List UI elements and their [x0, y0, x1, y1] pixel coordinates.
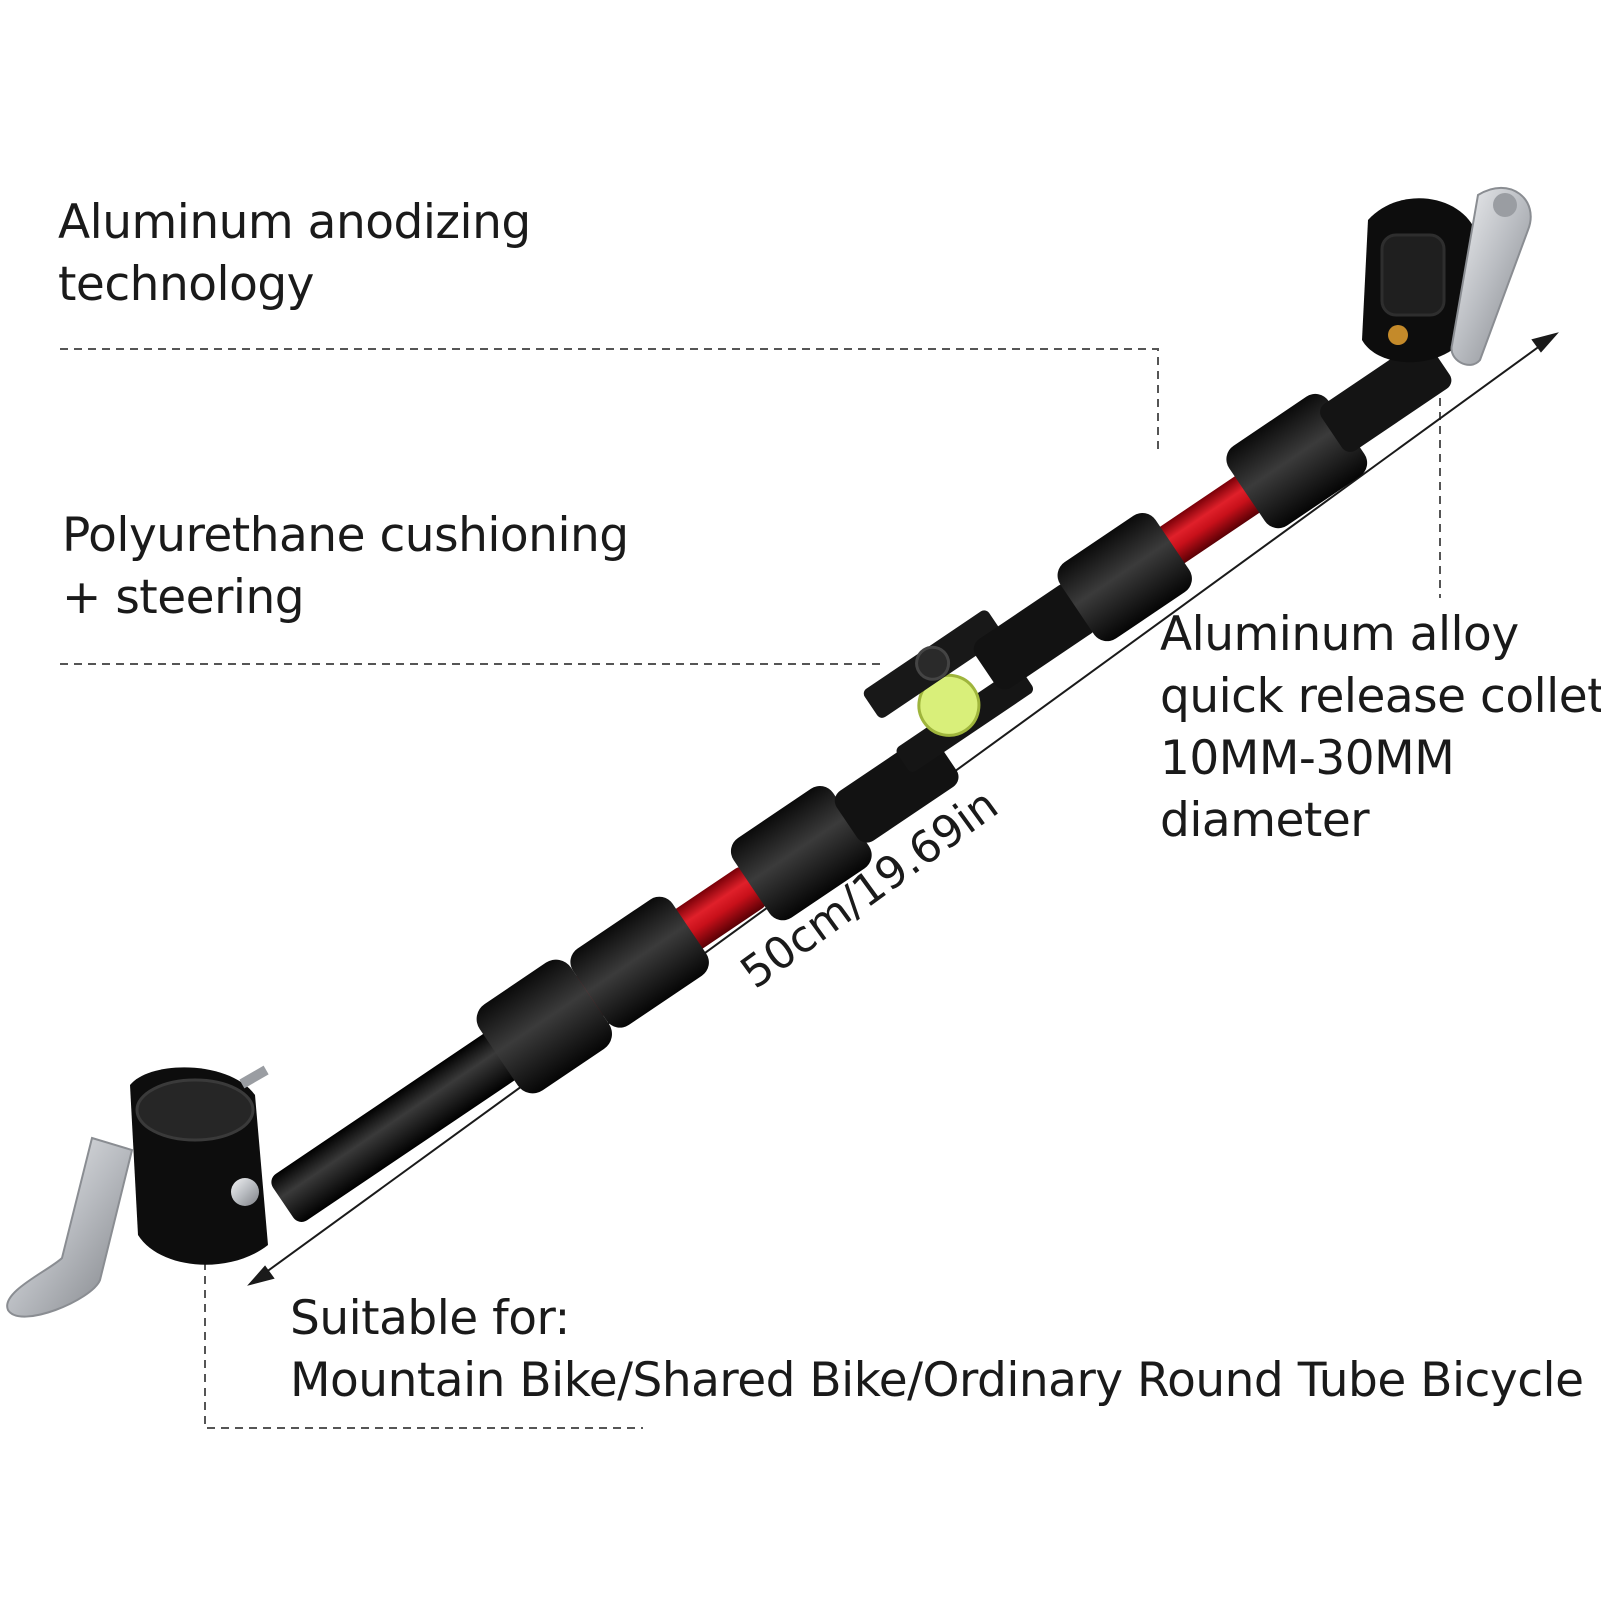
upper-clamp-arm: [1320, 340, 1452, 452]
dimension-arrow-end-icon: [1531, 332, 1559, 353]
collet-line-1: Aluminum alloy: [1160, 607, 1519, 662]
upper-quick-release-lever: [1450, 186, 1532, 366]
cushioning-line-1: Polyurethane cushioning: [62, 508, 629, 563]
suitable-line-2: Mountain Bike/Shared Bike/Ordinary Round…: [290, 1353, 1584, 1408]
collet-line-2: quick release collet:: [1160, 669, 1601, 724]
upper-joint-bracket: [973, 583, 1097, 690]
anodizing-line-2: technology: [58, 257, 314, 312]
lower-black-tube: [271, 1004, 561, 1222]
collet-line-4: diameter: [1160, 793, 1370, 848]
upper-collet: [1362, 186, 1532, 366]
collet-line-3: 10MM-30MM: [1160, 731, 1455, 786]
lower-sleeve-outer: [476, 959, 612, 1094]
cushioning-line-2: + steering: [62, 570, 305, 625]
pivot-bolt-icon: [915, 645, 951, 681]
lower-quick-release-lever: [6, 1136, 134, 1318]
anodizing-annotation: Aluminum anodizing technology: [58, 192, 531, 316]
collet-annotation: Aluminum alloy quick release collet: 10M…: [1160, 604, 1601, 852]
upper-lever-bolt-icon: [1493, 193, 1517, 217]
dimension-arrow-start-icon: [247, 1265, 275, 1286]
lower-sleeve-inner: [570, 896, 709, 1028]
middle-upper-sleeve: [1057, 513, 1192, 642]
middle-lower-sleeve: [730, 786, 872, 921]
anodizing-line-1: Aluminum anodizing: [58, 195, 531, 250]
lower-collet-bolt: [239, 1065, 269, 1089]
suitable-line-1: Suitable for:: [290, 1291, 570, 1346]
tube-assembly: [271, 340, 1452, 1222]
lower-collet-opening: [135, 1078, 255, 1142]
cushioning-annotation: Polyurethane cushioning + steering: [62, 505, 629, 629]
suitable-annotation: Suitable for: Mountain Bike/Shared Bike/…: [290, 1288, 1584, 1412]
lower-collet: [6, 1065, 269, 1318]
upper-collet-face: [1380, 233, 1446, 317]
lower-collet-screw-icon: [231, 1178, 259, 1206]
leader-lines: [60, 348, 1441, 1429]
anodizing-leader-line: [60, 348, 1159, 455]
upper-collet-screw-icon: [1388, 325, 1408, 345]
